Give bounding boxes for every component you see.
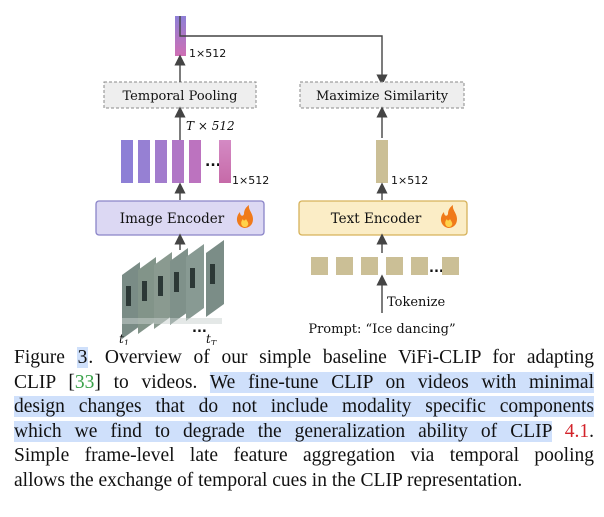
text-encoder-label: Text Encoder <box>331 211 422 227</box>
text-token-3 <box>361 257 378 275</box>
figure-number[interactable]: 3 <box>76 347 89 368</box>
frame-t1-label: t1 <box>119 332 129 345</box>
frame-feature-ellipsis: ... <box>205 154 221 170</box>
frame-feature-5 <box>189 140 201 183</box>
temporal-pooling-label: Temporal Pooling <box>123 89 238 104</box>
text-token-2 <box>336 257 353 275</box>
frames-ellipsis: ... <box>192 321 207 336</box>
video-frames-stack <box>122 240 224 339</box>
citation-link-33[interactable]: 33 <box>74 371 95 393</box>
frames-dim-label: T × 512 <box>186 119 235 133</box>
caption-line-2-b: ] to videos. <box>94 371 198 393</box>
caption-line-6-text: allows the exchange of temporal cues in … <box>14 469 523 491</box>
caption-line-5-text: Simple frame-level late feature aggregat… <box>14 445 594 467</box>
vificlip-diagram: 1×512 Temporal Pooling Maximize Similari… <box>95 16 468 345</box>
text-feature-bar <box>376 140 388 183</box>
caption-line-2: CLIP [33] to videos. We fine-tune CLIP o… <box>14 371 594 396</box>
text-token-5 <box>411 257 428 275</box>
caption-line-3: design changes that do not include modal… <box>14 395 594 420</box>
frame-tT-label: tT <box>206 332 217 345</box>
figure-caption: Figure 3. Overview of our simple baselin… <box>14 346 594 494</box>
tokens-ellipsis: ... <box>429 261 444 276</box>
pooled-dim-label: 1×512 <box>189 47 226 60</box>
image-encoder-flame-icon <box>236 205 253 228</box>
section-link-4-1[interactable]: 4.1 <box>564 420 590 442</box>
prompt-label: Prompt: “Ice dancing” <box>308 322 455 337</box>
text-token-last <box>442 257 459 275</box>
frame-feature-3 <box>155 140 167 183</box>
caption-figure-prefix: Figure <box>14 347 77 368</box>
text-feature-dim-label: 1×512 <box>391 174 428 187</box>
caption-line-1-text: . Overview of our simple baseline ViFi-C… <box>88 347 594 368</box>
caption-line-6: allows the exchange of temporal cues in … <box>14 469 594 494</box>
text-encoder-flame-icon <box>440 205 457 228</box>
tokenize-label: Tokenize <box>387 295 445 310</box>
caption-line-1: Figure 3. Overview of our simple baselin… <box>14 346 594 371</box>
frame-feature-1 <box>121 140 133 183</box>
image-feature-dim-label: 1×512 <box>232 174 269 187</box>
caption-line-2-a: CLIP [ <box>14 371 75 393</box>
image-encoder-label: Image Encoder <box>120 211 225 227</box>
caption-line-4: which we find to degrade the generalizat… <box>14 420 594 445</box>
caption-line-4-end: . <box>589 420 595 442</box>
text-token-1 <box>311 257 328 275</box>
maximize-similarity-box <box>299 81 465 109</box>
caption-highlight-2: design changes that do not include modal… <box>14 396 594 418</box>
caption-highlight-3: which we find to degrade the generalizat… <box>14 420 552 442</box>
caption-line-5: Simple frame-level late feature aggregat… <box>14 444 594 469</box>
link-top-connector <box>179 16 388 86</box>
frame-feature-4 <box>172 140 184 183</box>
text-token-4 <box>386 257 403 275</box>
frame-feature-2 <box>138 140 150 183</box>
frame-feature-last <box>219 140 231 183</box>
maximize-similarity-label: Maximize Similarity <box>316 89 449 104</box>
caption-highlight-1: We fine-tune CLIP on videos with minimal <box>209 371 594 393</box>
